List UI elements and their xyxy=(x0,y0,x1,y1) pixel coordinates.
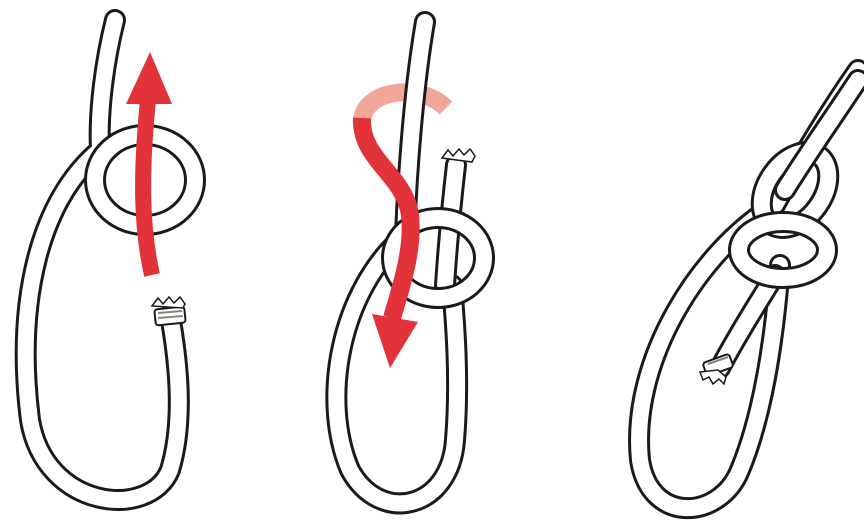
step-1-rope-end xyxy=(150,295,187,327)
step-3-wrap xyxy=(728,211,838,289)
step-2-small-loop xyxy=(381,207,495,309)
step-1-panel xyxy=(14,9,206,511)
step-3-panel xyxy=(628,59,864,520)
step-1-rope-loop xyxy=(14,9,190,511)
step-1-arrow xyxy=(126,52,172,277)
step-3-standing-part xyxy=(774,69,864,201)
step-2-arrow-arc xyxy=(353,83,453,123)
step-2-panel xyxy=(325,11,495,515)
step-2-arrow xyxy=(353,117,420,368)
step-2-rope-loop xyxy=(325,11,469,515)
